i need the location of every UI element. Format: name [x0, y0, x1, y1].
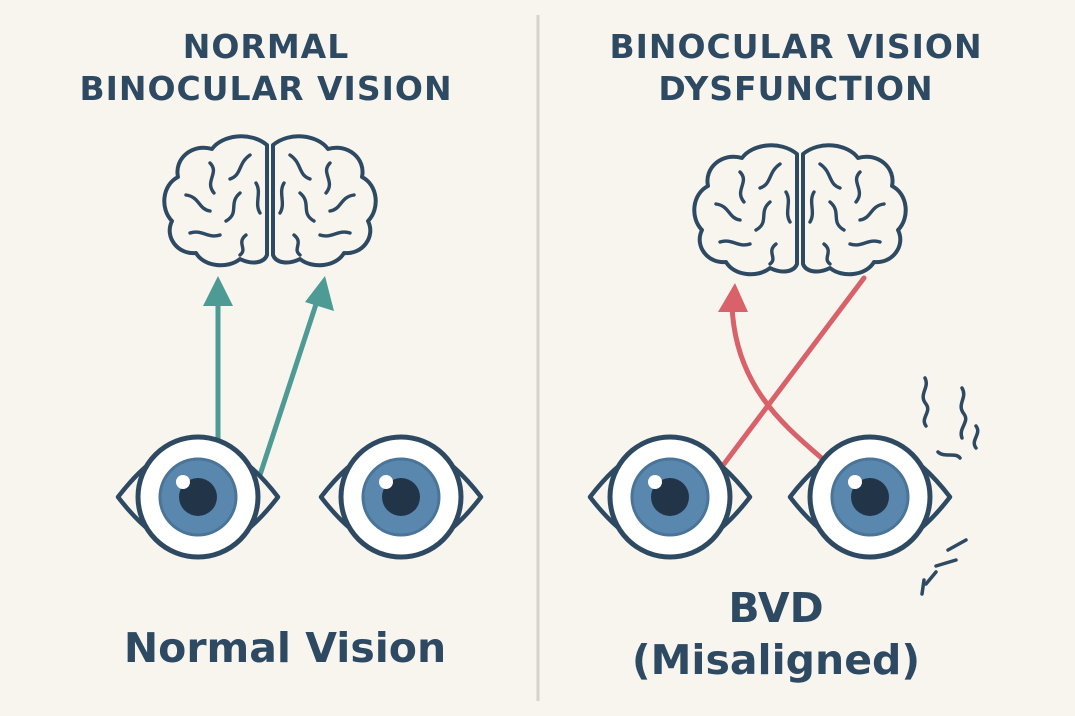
misaligned-arrow-right-icon: [721, 275, 867, 467]
misaligned-right-eye-icon: [790, 437, 950, 557]
strain-lines-icon: [920, 376, 980, 596]
left-arrow-left-icon: [203, 276, 233, 445]
right-title-line2: DYSFUNCTION: [658, 69, 934, 108]
left-eye-icon: [118, 437, 278, 557]
left-panel-title: NORMAL BINOCULAR VISION: [56, 26, 476, 110]
left-arrow-right-icon: [257, 276, 334, 478]
misaligned-brain-icon: [692, 143, 908, 277]
left-brain-icon: [162, 134, 378, 268]
left-caption: Normal Vision: [75, 622, 495, 674]
right-title-line1: BINOCULAR VISION: [609, 27, 983, 66]
right-panel-title: BINOCULAR VISION DYSFUNCTION: [586, 26, 1006, 110]
right-caption: BVD (Misaligned): [566, 582, 986, 686]
right-caption-line1: BVD: [728, 584, 824, 632]
left-title-line1: NORMAL: [182, 27, 350, 66]
left-title-line2: BINOCULAR VISION: [79, 69, 453, 108]
left-caption-text: Normal Vision: [123, 624, 447, 672]
right-eye-icon: [321, 437, 481, 557]
misaligned-left-eye-icon: [590, 437, 750, 557]
right-caption-line2: (Misaligned): [631, 636, 921, 684]
misaligned-arrow-left-icon: [718, 283, 829, 465]
